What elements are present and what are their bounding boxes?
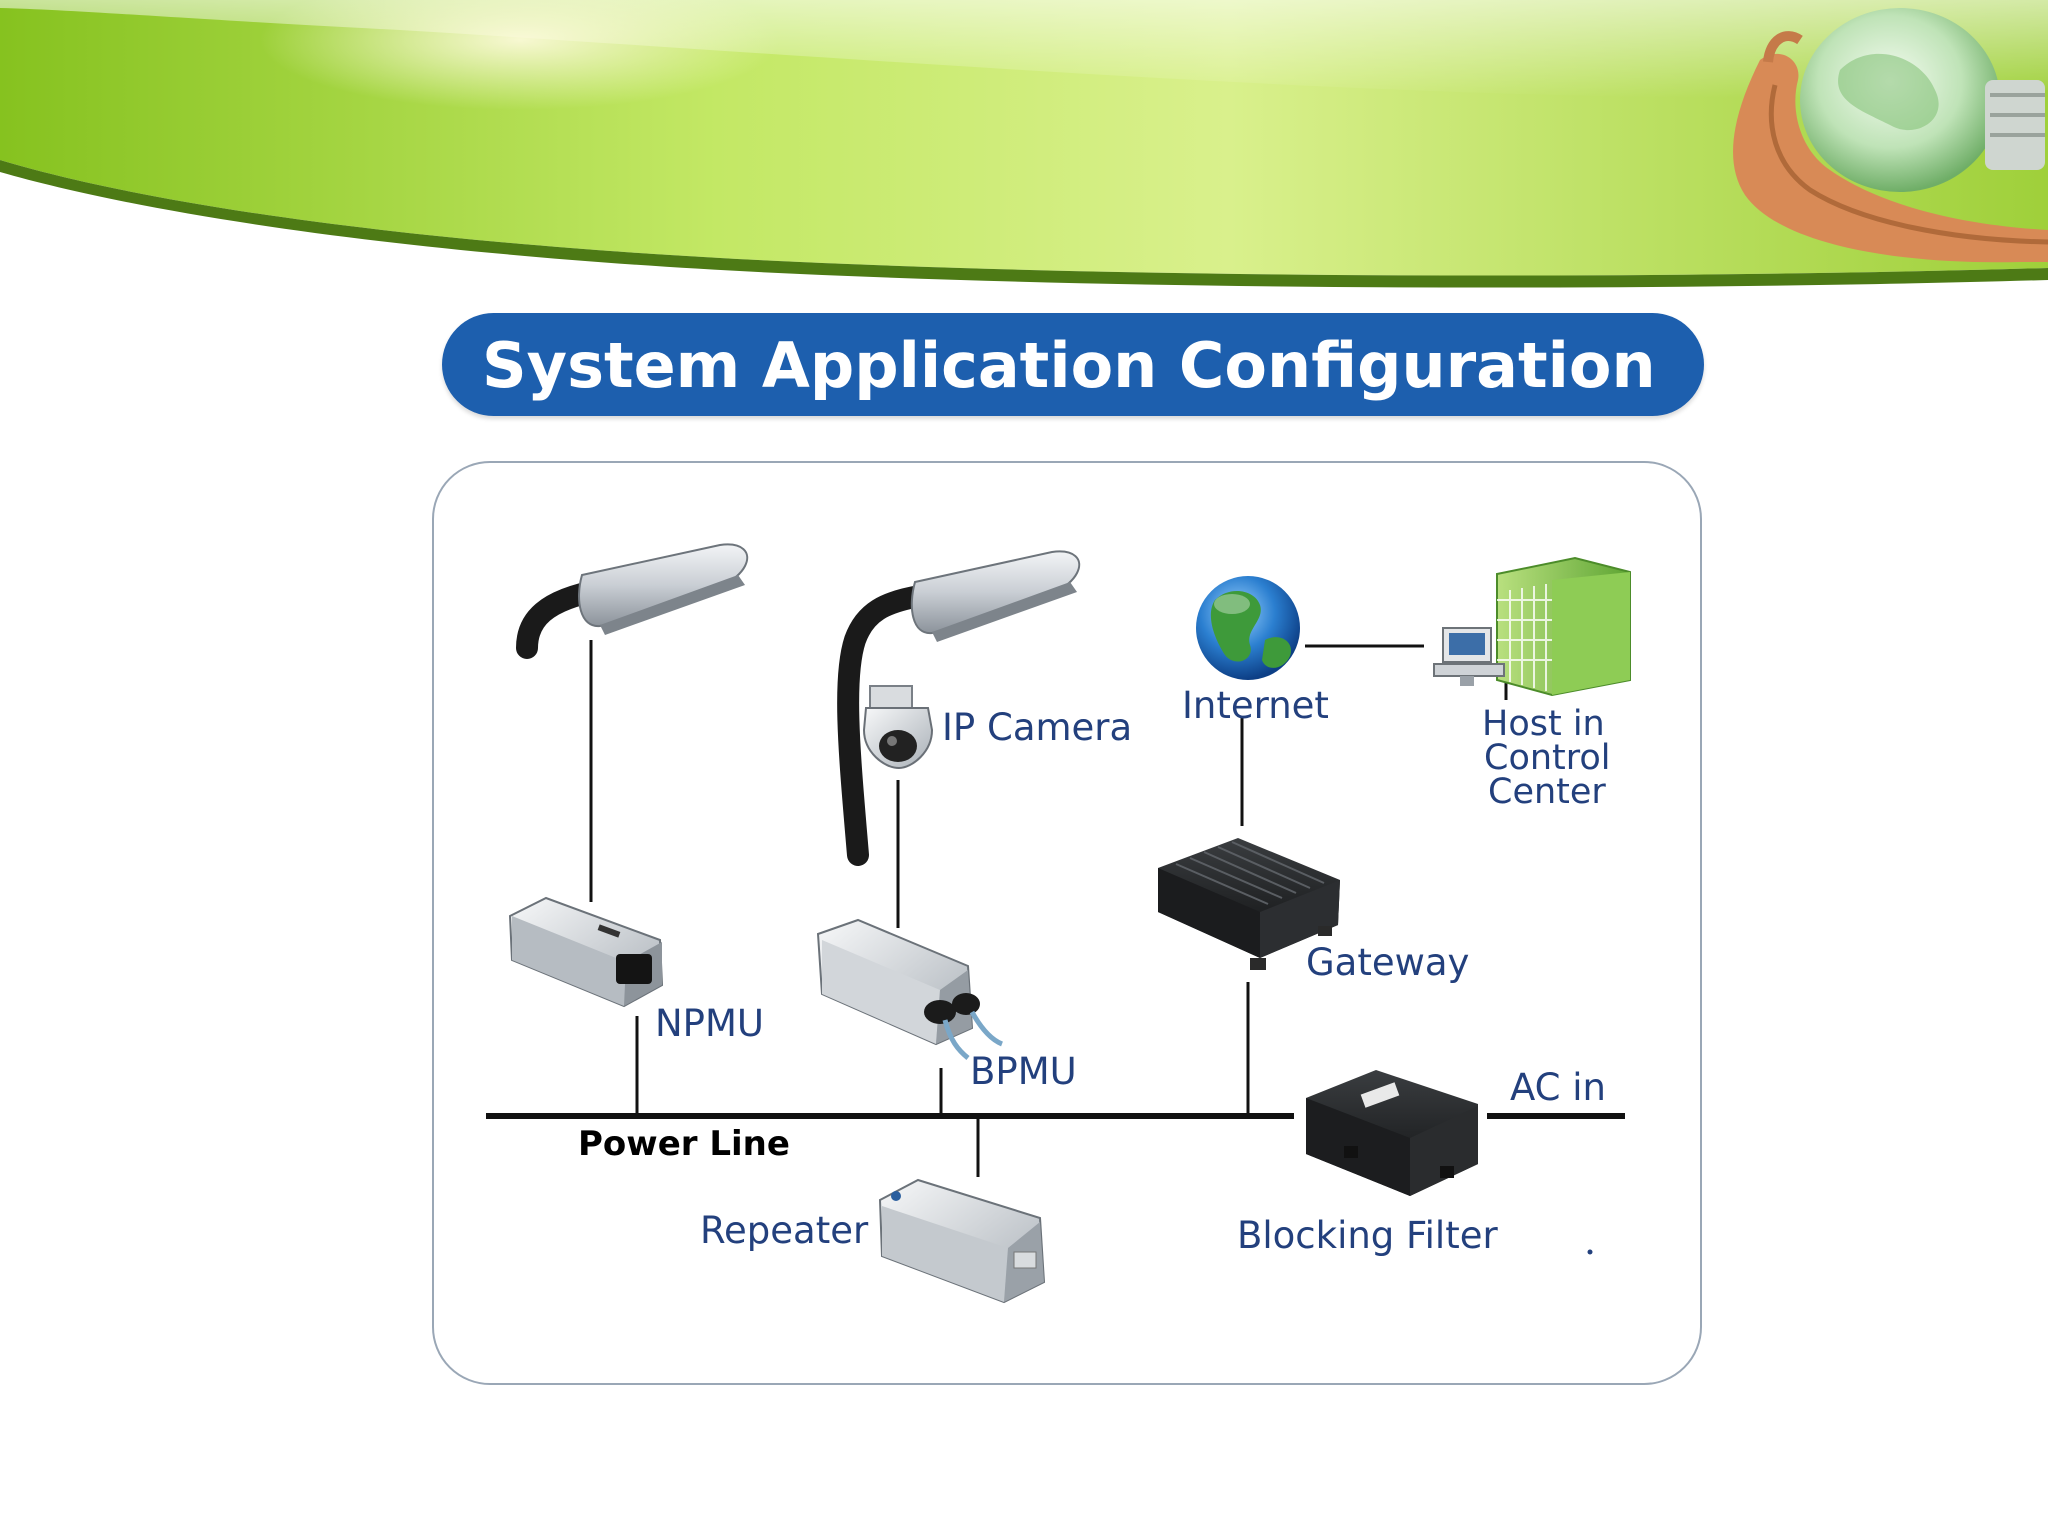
label-host-line1: Host in [1482, 704, 1605, 744]
connection-lines [589, 640, 1508, 1177]
label-host-line2: Control [1484, 738, 1611, 778]
street-lamp-icon [516, 543, 749, 659]
label-repeater: Repeater [700, 1209, 869, 1252]
street-lamp-icon [837, 550, 1081, 866]
page-title: System Application Configuration [482, 329, 1656, 402]
header-banner [0, 0, 2048, 288]
gateway-icon [1158, 838, 1340, 970]
label-power-line: Power Line [578, 1124, 790, 1164]
stray-dot [1587, 1249, 1593, 1255]
title-banner [442, 313, 1704, 416]
label-npmu: NPMU [655, 1002, 764, 1045]
hands-lightbulb-icon [1733, 8, 2048, 263]
label-gateway: Gateway [1306, 941, 1470, 984]
label-blocking-filter: Blocking Filter [1237, 1214, 1498, 1257]
label-bpmu: BPMU [970, 1050, 1077, 1093]
repeater-icon [878, 1178, 1046, 1304]
label-host-line3: Center [1488, 772, 1606, 812]
label-internet: Internet [1182, 684, 1329, 727]
label-ac-in: AC in [1510, 1066, 1606, 1109]
globe-icon [1196, 576, 1300, 680]
npmu-icon [508, 896, 664, 1008]
bpmu-icon [816, 918, 1004, 1060]
label-ip-camera: IP Camera [942, 706, 1133, 749]
blocking-filter-icon [1306, 1070, 1478, 1196]
ip-camera-icon [862, 685, 934, 770]
control-center-building-icon [1433, 556, 1631, 697]
